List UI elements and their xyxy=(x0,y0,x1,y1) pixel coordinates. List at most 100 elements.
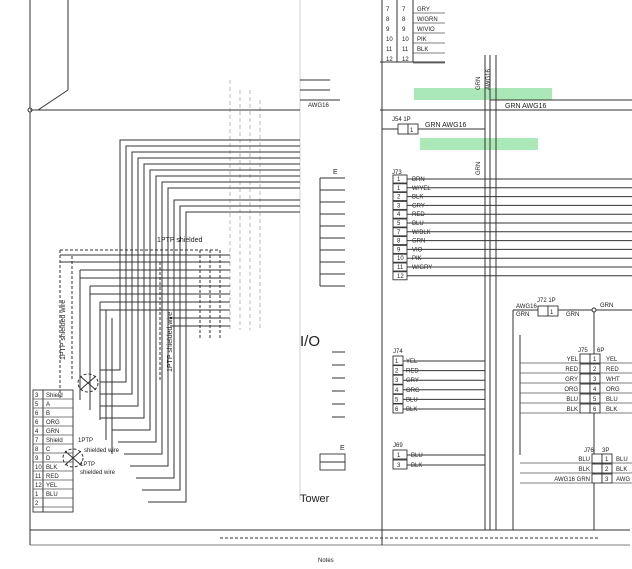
j74-pin: 3 xyxy=(395,378,399,384)
j75-left-color: YEL xyxy=(567,357,579,363)
left-block-label: ORG xyxy=(46,420,60,426)
j73-left-color: RED xyxy=(412,212,425,218)
j75-title: J75 xyxy=(578,348,588,354)
j75-right-color: WHT xyxy=(606,377,620,383)
j75-pin: 3 xyxy=(593,377,597,383)
j75-pin: 2 xyxy=(593,367,597,373)
j54-connector xyxy=(382,123,485,135)
shielded-wires-left xyxy=(59,249,230,454)
j74-pin: 6 xyxy=(395,407,399,413)
top-table-color: W/VIO xyxy=(417,27,435,33)
j75-pins: 6P xyxy=(597,348,604,354)
j76-pin: 3 xyxy=(605,477,609,483)
left-block-label: BLU xyxy=(46,492,58,498)
j74-color: ORG xyxy=(406,388,420,394)
j73-left-pin: 7 xyxy=(397,230,401,236)
vertical-grn-label-b: GRN xyxy=(476,162,482,175)
e-block-top xyxy=(319,177,345,287)
j76-row: BLU 1 BLU xyxy=(520,453,632,464)
j76-left-color: BLU xyxy=(578,457,590,463)
top-table-row: 10 10 PIK xyxy=(386,37,445,44)
highlight-band-lower xyxy=(420,138,538,150)
j69-pin: 3 xyxy=(397,463,401,469)
j74-color: GRY xyxy=(406,378,419,384)
e-block-bottom xyxy=(319,453,346,471)
top-table-pin-b: 10 xyxy=(402,37,409,43)
j73-left-pin: 3 xyxy=(397,203,401,209)
j73-left-color: PIK xyxy=(412,256,422,262)
left-block-label: RED xyxy=(46,474,59,480)
j75-left-color: BLU xyxy=(566,397,578,403)
j73-left-row: 4 RED xyxy=(392,209,632,219)
j73-left-color: W/BLK xyxy=(412,230,431,236)
j74-pin: 2 xyxy=(395,369,399,375)
j75-left-color: ORG xyxy=(564,387,578,393)
j73-left-pin: 9 xyxy=(397,247,401,253)
top-table-pin-a: 7 xyxy=(386,7,390,13)
j72-pin: 1 xyxy=(550,310,554,316)
j76-right-color: BLU xyxy=(616,457,628,463)
io-block-rows xyxy=(332,351,345,418)
j69-color: BLU xyxy=(411,453,423,459)
j75-right-color: RED xyxy=(606,367,619,373)
j74-title: J74 xyxy=(393,349,403,355)
j75-pin: 4 xyxy=(593,387,597,393)
j73-left-pin: 4 xyxy=(397,212,401,218)
j73-left-color: GRY xyxy=(412,203,425,209)
left-block-pin: 2 xyxy=(35,501,39,507)
j76-pins: 3P xyxy=(602,448,609,454)
j75-right-color: BLK xyxy=(606,407,617,413)
top-table-color: PIK xyxy=(417,37,427,43)
j73-left-color: W/GRY xyxy=(412,265,432,271)
j72-left-awg: AWG16 xyxy=(516,304,537,310)
left-block-pin: 9 xyxy=(35,456,39,462)
top-table-pin-b: 11 xyxy=(402,47,409,53)
j76-pin: 1 xyxy=(605,457,609,463)
j76-title: J76 xyxy=(584,448,594,454)
left-block-pin: 8 xyxy=(35,447,39,453)
notes-label: Notes xyxy=(318,558,334,564)
j73-left-row: 7 W/BLK xyxy=(392,227,632,237)
left-block-label: Shield xyxy=(46,393,63,399)
j75-row: ORG 4 ORG xyxy=(520,383,632,394)
j75-right-color: BLU xyxy=(606,397,618,403)
j73-left-color: GRN xyxy=(412,239,425,245)
top-table-color: W/GRN xyxy=(417,17,438,23)
j72-connector xyxy=(513,305,632,530)
shielded-wire-label-b: shielded wire xyxy=(80,470,116,476)
left-block-pin: 6 xyxy=(35,411,39,417)
j75-right-color: ORG xyxy=(606,387,620,393)
top-table-pin-a: 10 xyxy=(386,37,393,43)
vertical-awg16-label: AWG16 xyxy=(486,69,492,90)
vertical-grn-label-a: GRN xyxy=(476,77,482,90)
top-table-color: GRY xyxy=(417,7,430,13)
j76-left-color: AWG16 GRN xyxy=(554,477,590,483)
top-table-color: BLK xyxy=(417,47,428,53)
top-table-pin-a: 9 xyxy=(386,27,390,33)
j74-color: YEL xyxy=(406,359,418,365)
j54-pin: 1 xyxy=(410,128,414,134)
highlight-band-upper xyxy=(414,88,552,100)
